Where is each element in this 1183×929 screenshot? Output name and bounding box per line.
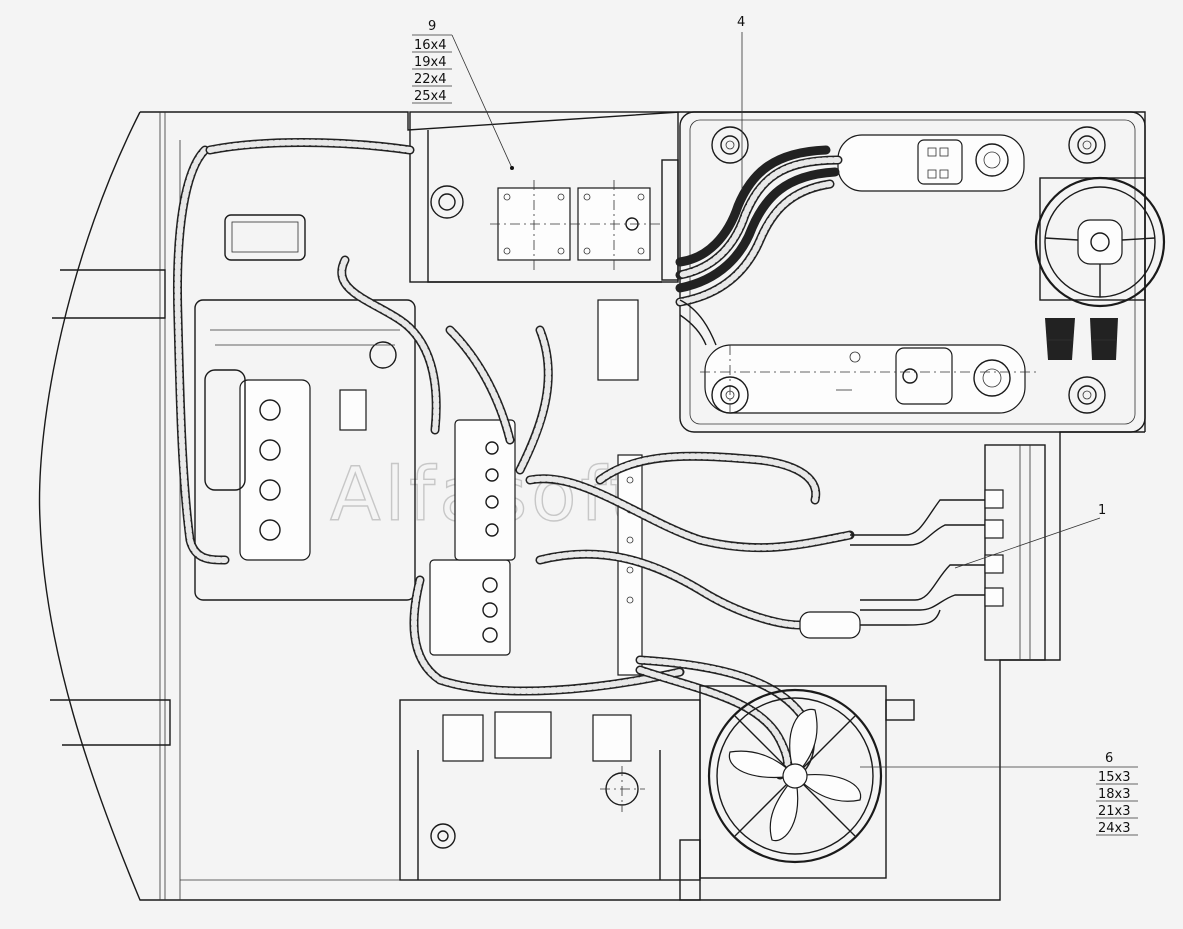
callout-6-number: 6 [1105,751,1113,766]
callout-9-size-1: 16x4 [414,38,447,53]
callout-9-size-4: 25x4 [414,89,447,104]
callout-6-size-2: 18x3 [1098,787,1131,802]
callout-4: 4 [737,15,745,190]
callout-9-number: 9 [428,19,436,34]
callout-6-size-3: 21x3 [1098,804,1131,819]
callout-9-size-3: 22x4 [414,72,447,87]
callout-6: 6 15x3 18x3 21x3 24x3 [860,751,1138,836]
mounting-bolts [430,126,1106,849]
callout-9: 9 16x4 19x4 22x4 25x4 [412,19,514,170]
callout-1-number: 1 [1098,503,1106,518]
foot-pedals [1045,318,1118,360]
operator-console [679,111,1146,433]
steering-wheel [1034,176,1166,308]
upper-plate [409,111,679,283]
cooling-fan [699,685,915,879]
callout-4-number: 4 [737,15,745,30]
lower-cabinet [399,699,701,901]
callout-6-size-1: 15x3 [1098,770,1131,785]
callout-6-size-4: 24x3 [1098,821,1131,836]
engine-block [194,214,416,601]
callout-9-size-2: 19x4 [414,55,447,70]
hose-bundle [675,145,843,346]
pipe-manifold [799,444,1046,661]
callout-1: 1 [954,503,1106,569]
machine-body-outline [38,111,1146,901]
